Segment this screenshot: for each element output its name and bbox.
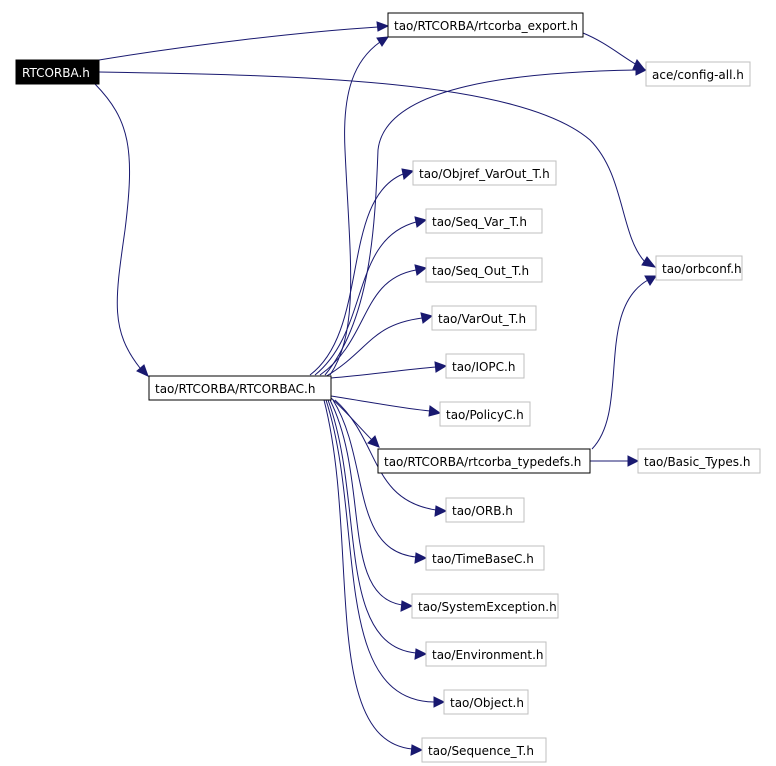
edge-rtcorbac-to-seq-out [319, 264, 428, 376]
edge-rtcorba-typedefs-to-orbconf [591, 275, 657, 450]
edge-rtcorbac-to-environment [327, 399, 428, 660]
edge-rtcorbac-to-rtcorba-export [329, 36, 389, 376]
node-basic-types-h[interactable]: tao/Basic_Types.h [637, 448, 761, 474]
node-label: tao/Object.h [450, 696, 524, 710]
node-label: tao/Environment.h [432, 648, 544, 662]
node-varout-t-h[interactable]: tao/VarOut_T.h [431, 305, 537, 331]
node-label: tao/Sequence_T.h [428, 744, 534, 758]
node-rtcorba-export-h[interactable]: tao/RTCORBA/rtcorba_export.h [387, 12, 584, 38]
edge-rtcorbac-to-policyc [330, 395, 442, 417]
node-label: tao/Objref_VarOut_T.h [419, 167, 550, 181]
edge-rtcorbac-to-varout [324, 312, 434, 378]
node-environment-h[interactable]: tao/Environment.h [425, 641, 547, 667]
edge-rtcorbac-to-sequence-t [323, 399, 424, 756]
node-label: tao/SystemException.h [418, 600, 557, 614]
edge-rtcorbac-to-timebasec [332, 399, 428, 564]
node-label: tao/IOPC.h [452, 360, 515, 374]
edge-rtcorbac-to-seq-var [314, 216, 428, 376]
node-seq-out-t-h[interactable]: tao/Seq_Out_T.h [425, 257, 543, 283]
edge-rtcorbac-to-systemexception [329, 399, 414, 612]
node-policyc-h[interactable]: tao/PolicyC.h [439, 401, 531, 427]
node-label: tao/RTCORBA/rtcorba_typedefs.h [384, 455, 581, 469]
nodes: RTCORBA.h tao/RTCORBA/rtcorba_export.h a… [15, 12, 761, 763]
edge-rtcorbac-to-rtcorba-typedefs [330, 397, 380, 448]
edge-rtcorbac-to-object [325, 399, 446, 708]
node-object-h[interactable]: tao/Object.h [443, 689, 529, 715]
node-label: tao/RTCORBA/rtcorba_export.h [394, 19, 578, 33]
node-rtcorbac-h[interactable]: tao/RTCORBA/RTCORBAC.h [148, 375, 332, 401]
edge-rtcorbac-to-iopc [330, 361, 448, 379]
node-iopc-h[interactable]: tao/IOPC.h [445, 353, 525, 379]
node-label: tao/PolicyC.h [446, 408, 524, 422]
node-label: tao/Basic_Types.h [644, 455, 750, 469]
node-label: tao/orbconf.h [662, 262, 742, 276]
node-label: tao/Seq_Var_T.h [432, 215, 527, 229]
edge-rtcorba-typedefs-to-basic-types [590, 455, 640, 467]
node-label: tao/Seq_Out_T.h [432, 264, 529, 278]
edge-rtcorbac-to-objref-varout [309, 168, 415, 376]
node-rtcorba-typedefs-h[interactable]: tao/RTCORBA/rtcorba_typedefs.h [377, 448, 591, 474]
node-objref-varout-t-h[interactable]: tao/Objref_VarOut_T.h [412, 160, 557, 186]
node-label: tao/VarOut_T.h [438, 312, 526, 326]
node-systemexception-h[interactable]: tao/SystemException.h [411, 593, 559, 619]
node-label: tao/TimeBaseC.h [432, 552, 534, 566]
node-label: tao/RTCORBA/RTCORBAC.h [155, 382, 315, 396]
node-orb-h[interactable]: tao/ORB.h [445, 497, 525, 523]
edge-rtcorba-to-rtcorbac [94, 83, 149, 377]
node-orbconf-h[interactable]: tao/orbconf.h [655, 255, 743, 281]
node-timebasec-h[interactable]: tao/TimeBaseC.h [425, 545, 545, 571]
node-config-all-h[interactable]: ace/config-all.h [645, 61, 751, 87]
node-label: tao/ORB.h [452, 504, 513, 518]
edge-rtcorba-to-rtcorba-export [98, 21, 390, 61]
edge-rtcorbac-to-config-all [324, 64, 648, 376]
node-label: RTCORBA.h [22, 66, 90, 80]
edge-rtcorba-to-orbconf [98, 71, 657, 268]
node-seq-var-t-h[interactable]: tao/Seq_Var_T.h [425, 208, 543, 234]
node-rtcorba-h[interactable]: RTCORBA.h [15, 59, 100, 85]
node-label: ace/config-all.h [652, 68, 744, 82]
node-sequence-t-h[interactable]: tao/Sequence_T.h [421, 737, 547, 763]
